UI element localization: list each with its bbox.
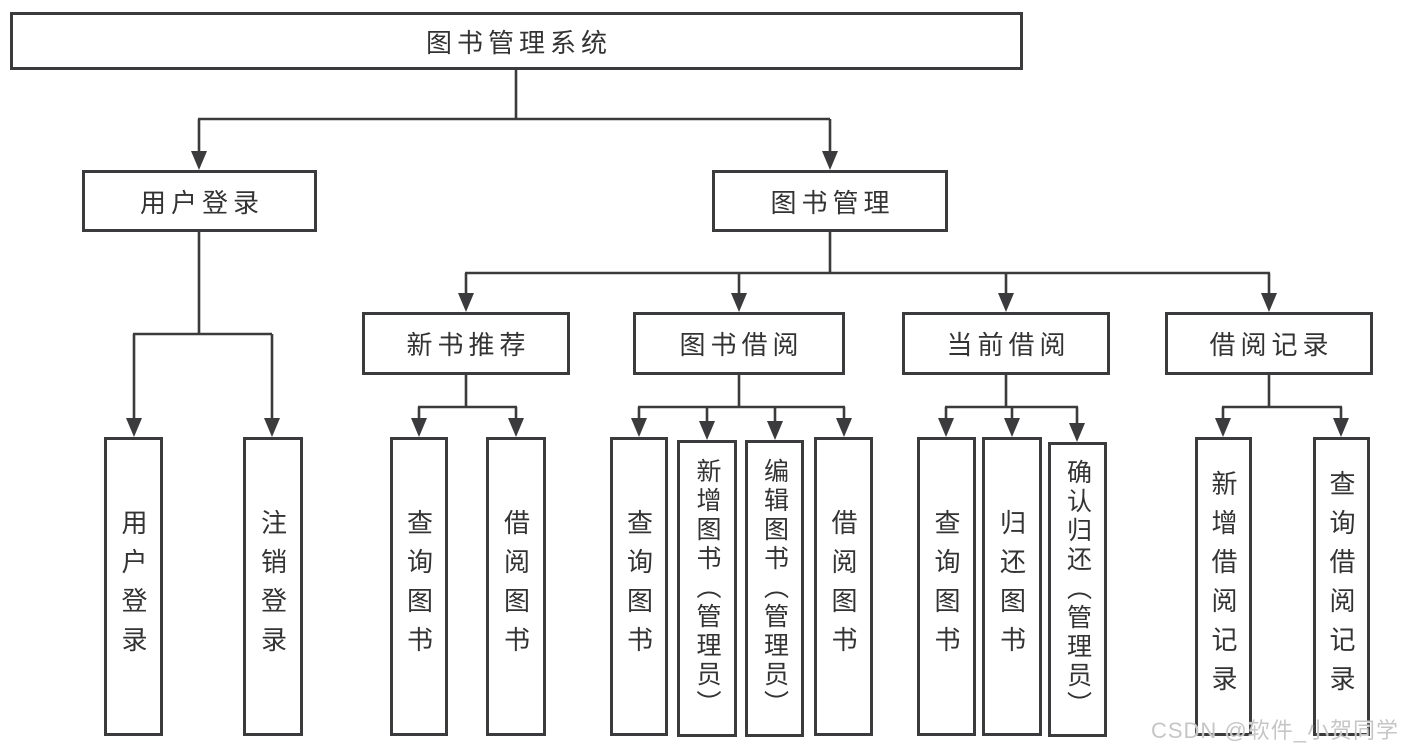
- leaf-borrow-books: 借阅图书: [814, 437, 873, 736]
- node-book-management: 图书管理: [712, 170, 948, 232]
- leaf-query-books: 查询图书: [917, 437, 976, 736]
- leaf-add-book-admin: 新增图书（管理员）: [677, 440, 737, 737]
- node-borrow-records-label: 借阅记录: [1209, 330, 1334, 360]
- leaf-return-book-label: 归还图书: [996, 508, 1027, 665]
- leaf-add-borrow-record-label: 新增借阅记录: [1208, 469, 1238, 704]
- leaf-user-login-label: 用户登录: [118, 508, 148, 665]
- leaf-query-books: 查询图书: [390, 437, 448, 736]
- leaf-borrow-books-label: 借阅图书: [828, 508, 858, 665]
- leaf-borrow-books: 借阅图书: [486, 437, 546, 736]
- node-current-borrowing-label: 当前借阅: [946, 330, 1071, 360]
- leaf-borrow-books-label: 借阅图书: [500, 508, 531, 665]
- leaf-query-books-label: 查询图书: [403, 508, 434, 665]
- leaf-return-book: 归还图书: [982, 437, 1042, 736]
- leaf-query-borrow-record: 查询借阅记录: [1313, 437, 1370, 736]
- leaf-query-borrow-record-label: 查询借阅记录: [1326, 469, 1356, 704]
- leaf-edit-book-admin-label: 编辑图书（管理员）: [760, 458, 789, 719]
- node-root-label: 图书管理系统: [425, 27, 612, 58]
- node-book-borrowing-label: 图书借阅: [679, 330, 804, 360]
- node-new-book-recommend: 新书推荐: [362, 312, 570, 375]
- node-user-login-label: 用户登录: [139, 187, 264, 218]
- leaf-query-books: 查询图书: [610, 437, 668, 736]
- node-new-book-recommend-label: 新书推荐: [406, 330, 531, 360]
- node-user-login: 用户登录: [82, 170, 317, 232]
- leaf-confirm-return-admin: 确认归还（管理员）: [1048, 442, 1107, 737]
- node-current-borrowing: 当前借阅: [902, 312, 1110, 375]
- leaf-add-book-admin-label: 新增图书（管理员）: [693, 458, 721, 719]
- leaf-query-books-label: 查询图书: [623, 508, 654, 665]
- leaf-add-borrow-record: 新增借阅记录: [1195, 437, 1252, 736]
- node-root: 图书管理系统: [10, 12, 1023, 70]
- leaf-edit-book-admin: 编辑图书（管理员）: [745, 440, 804, 737]
- leaf-query-books-label: 查询图书: [931, 508, 961, 665]
- leaf-logout: 注销登录: [243, 437, 303, 736]
- node-book-management-label: 图书管理: [770, 187, 895, 218]
- node-borrow-records: 借阅记录: [1165, 312, 1373, 375]
- node-book-borrowing: 图书借阅: [633, 312, 845, 375]
- csdn-watermark: CSDN @软件_小贺同学: [1150, 718, 1399, 743]
- leaf-user-login: 用户登录: [104, 437, 163, 736]
- leaf-logout-label: 注销登录: [257, 508, 288, 665]
- leaf-confirm-return-admin-label: 确认归还（管理员）: [1063, 459, 1092, 720]
